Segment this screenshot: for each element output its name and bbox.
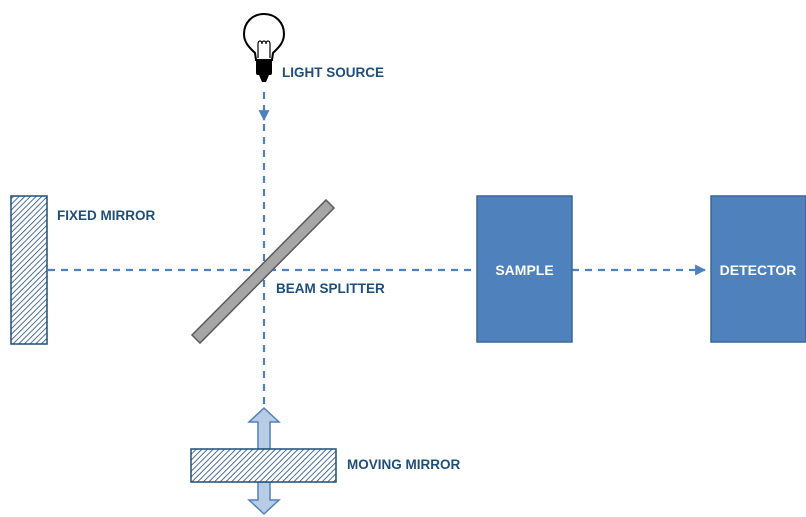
light-bulb-icon <box>242 12 286 82</box>
moving-mirror <box>190 448 337 483</box>
sample-box <box>476 195 573 343</box>
beam-splitter <box>190 198 336 345</box>
detector-box <box>710 195 806 343</box>
detector-label: DETECTOR <box>720 262 797 278</box>
light-source-label: LIGHT SOURCE <box>282 65 384 80</box>
fixed-mirror-label: FIXED MIRROR <box>57 208 156 223</box>
moving-mirror-label: MOVING MIRROR <box>347 457 460 472</box>
sample-label: SAMPLE <box>495 262 553 278</box>
fixed-mirror <box>10 195 48 345</box>
double-arrow-icon <box>247 406 281 516</box>
beam-splitter-label: BEAM SPLITTER <box>276 281 385 296</box>
